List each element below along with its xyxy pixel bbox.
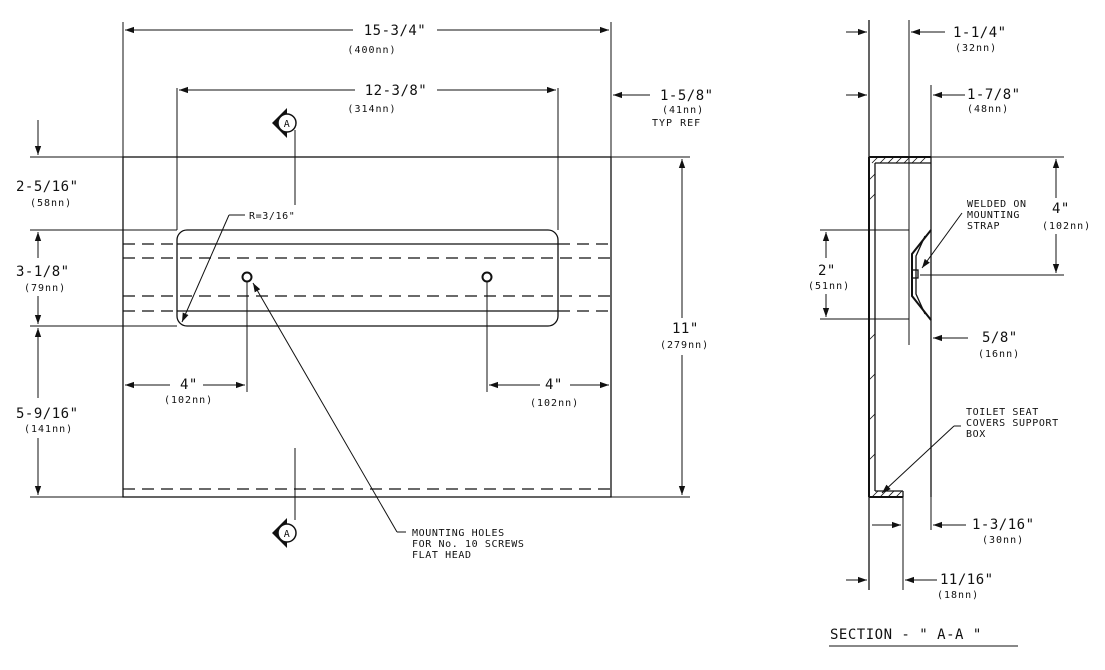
dim-strap-offset: 5/8" [982,330,1018,346]
dim-strap-height-mm: (102nn) [1042,221,1091,232]
dispensing-slot [176,229,559,327]
strap-note-1: WELDED ON [967,199,1027,210]
dim-strap-height: 4" [1052,201,1070,217]
dim-overall-width: 15-3/4" [364,23,427,39]
strap-weld [911,269,919,279]
dim-edge-offset-note: TYP REF [652,118,701,129]
section-marker-label: A [284,119,291,130]
dim-bottom-height: 5-9/16" [16,406,79,422]
dim-flange-depth-mm: (32nn) [955,43,997,54]
leader-line [252,282,398,533]
dim-hole-right-offset-mm: (102nn) [530,398,579,409]
dim-edge-offset: 1-5/8" [660,88,714,104]
dim-strap-offset-mm: (16nn) [978,349,1020,360]
dim-overall-height: 11" [672,321,699,337]
dim-edge-offset-mm: (41nn) [662,105,704,116]
mounting-holes-note-3: FLAT HEAD [412,550,472,561]
support-note-3: BOX [966,429,986,440]
box-outline [122,156,612,498]
dim-slot-height-mm: (79nn) [24,283,66,294]
mounting-hole-left [241,271,253,283]
dim-hole-left-offset-mm: (102nn) [164,395,213,406]
dim-hole-right-offset: 4" [545,377,563,393]
dim-top-height-mm: (58nn) [30,198,72,209]
dim-bottom-depth-mm: (30nn) [982,535,1024,546]
dim-hole-left-offset: 4" [180,377,198,393]
dim-bottom-height-mm: (141nn) [24,424,73,435]
mounting-hole-right [481,271,493,283]
dim-wall-depth: 11/16" [940,572,994,588]
dim-top-depth: 1-7/8" [967,87,1021,103]
dim-bottom-depth: 1-3/16" [972,517,1035,533]
support-note-2: COVERS SUPPORT [966,418,1059,429]
mounting-strap-inner [915,235,926,315]
section-marker-label: A [284,529,291,540]
dim-overall-width-mm: (400nn) [347,45,396,56]
leader-line [181,214,230,323]
dim-top-depth-mm: (48nn) [967,104,1009,115]
dim-top-height: 2-5/16" [16,179,79,195]
section-view: 1-1/4" (32nn) 1-7/8" (48nn) 4" (102nn) W… [808,20,1091,647]
support-note-1: TOILET SEAT [966,407,1039,418]
leader-line [921,212,963,269]
mounting-holes-note-2: FOR No. 10 SCREWS [412,539,525,550]
leader-line [881,425,955,494]
front-view: A A 15-3/4" (400nn) 12-3/8" (314nn) 1-5/… [16,22,714,561]
hatching [868,156,927,498]
mounting-holes-note-1: MOUNTING HOLES [412,528,505,539]
dim-overall-height-mm: (279nn) [660,340,709,351]
dim-radius: R=3/16" [249,211,295,222]
section-marker-bottom: A [272,518,297,548]
strap-note-3: STRAP [967,221,1000,232]
dim-slot-width-mm: (314nn) [347,104,396,115]
dim-slot-height: 3-1/8" [16,264,70,280]
dim-slot-width: 12-3/8" [365,83,428,99]
dim-flange-depth: 1-1/4" [953,25,1007,41]
dim-opening-height-mm: (51nn) [808,281,850,292]
dim-opening-height: 2" [818,263,836,279]
strap-note-2: MOUNTING [967,210,1020,221]
section-title: SECTION - " A-A " [830,627,982,643]
section-marker-top: A [272,108,297,138]
dim-wall-depth-mm: (18nn) [937,590,979,601]
